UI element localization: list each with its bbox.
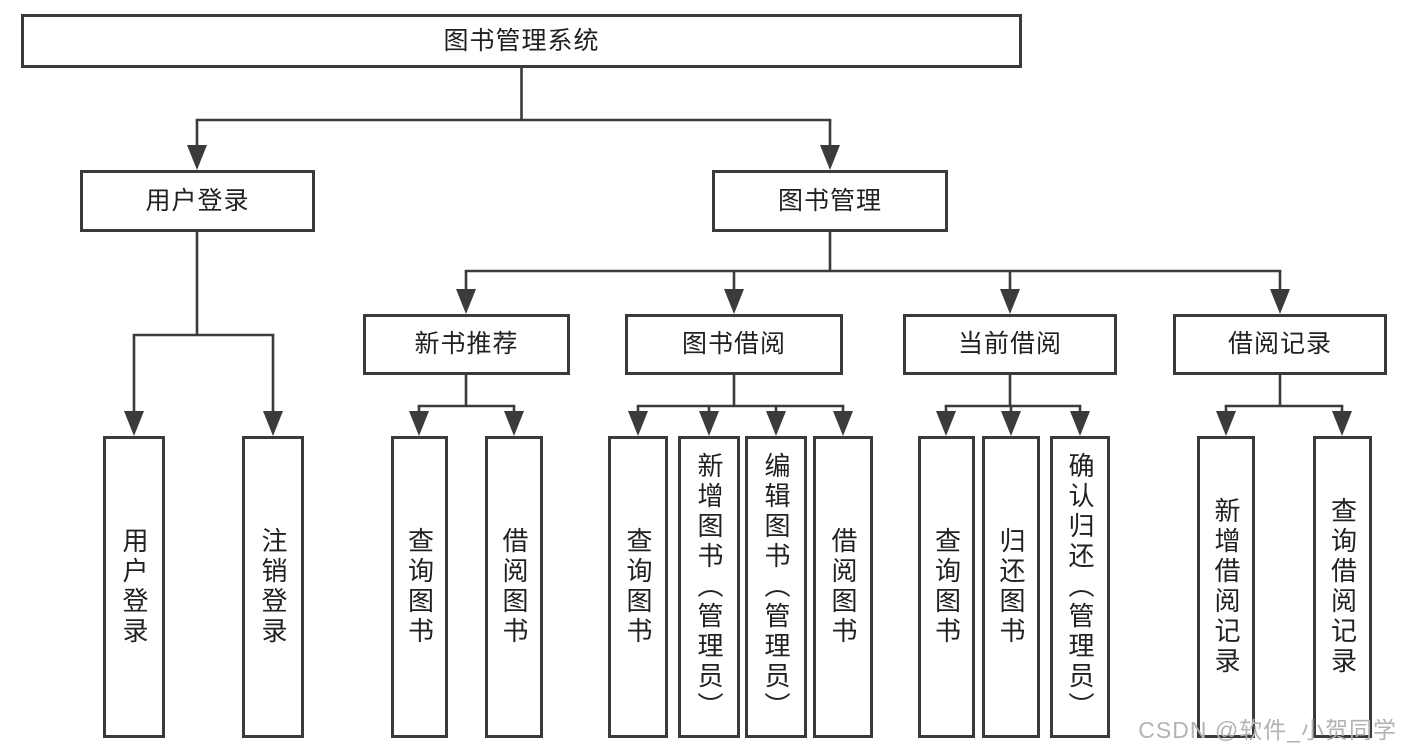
leaf-edit-books-admin: 编辑图书（管理员） (745, 436, 807, 738)
leaf-borrow-books-label: 借阅图书 (828, 527, 858, 647)
leaf-confirm-return-admin: 确认归还（管理员） (1050, 436, 1110, 738)
leaf-add-books-admin: 新增图书（管理员） (678, 436, 740, 738)
leaf-logout-label: 注销登录 (258, 527, 288, 647)
leaf-confirm-return-admin-label: 确认归还（管理员） (1065, 452, 1095, 722)
node-user-login: 用户登录 (80, 170, 315, 232)
leaf-return-books-label: 归还图书 (996, 527, 1026, 647)
node-new-book-recommend: 新书推荐 (363, 314, 570, 375)
leaf-recommend-query-books: 查询图书 (391, 436, 448, 738)
leaf-add-books-admin-label: 新增图书（管理员） (694, 452, 724, 722)
leaf-recommend-borrow-books: 借阅图书 (485, 436, 543, 738)
node-book-management: 图书管理 (712, 170, 948, 232)
leaf-user-login-label: 用户登录 (119, 527, 149, 647)
node-book-borrow: 图书借阅 (625, 314, 843, 375)
leaf-query-borrow-record-label: 查询借阅记录 (1327, 497, 1358, 677)
leaf-add-borrow-record-label: 新增借阅记录 (1211, 497, 1241, 677)
leaf-return-books: 归还图书 (982, 436, 1040, 738)
node-current-borrow: 当前借阅 (903, 314, 1117, 375)
node-current-borrow-label: 当前借阅 (957, 330, 1062, 358)
arrowheads (124, 145, 1352, 436)
leaf-user-login: 用户登录 (103, 436, 165, 738)
leaf-add-borrow-record: 新增借阅记录 (1197, 436, 1255, 738)
node-book-borrow-label: 图书借阅 (681, 330, 786, 358)
leaf-current-query-books-label: 查询图书 (931, 527, 962, 647)
leaf-borrow-query-books: 查询图书 (608, 436, 668, 738)
node-user-login-label: 用户登录 (145, 186, 250, 215)
leaf-recommend-query-books-label: 查询图书 (404, 527, 435, 647)
node-borrow-records-label: 借阅记录 (1227, 330, 1332, 358)
leaf-borrow-books: 借阅图书 (813, 436, 873, 738)
leaf-current-query-books: 查询图书 (918, 436, 975, 738)
node-borrow-records: 借阅记录 (1173, 314, 1387, 375)
node-root-label: 图书管理系统 (443, 26, 600, 55)
leaf-recommend-borrow-books-label: 借阅图书 (499, 527, 529, 647)
leaf-logout: 注销登录 (242, 436, 304, 738)
leaf-edit-books-admin-label: 编辑图书（管理员） (761, 452, 791, 722)
leaf-query-borrow-record: 查询借阅记录 (1313, 436, 1372, 738)
node-new-book-recommend-label: 新书推荐 (414, 330, 519, 358)
node-root-system: 图书管理系统 (21, 14, 1022, 68)
leaf-borrow-query-books-label: 查询图书 (623, 527, 653, 647)
node-book-management-label: 图书管理 (777, 186, 882, 215)
